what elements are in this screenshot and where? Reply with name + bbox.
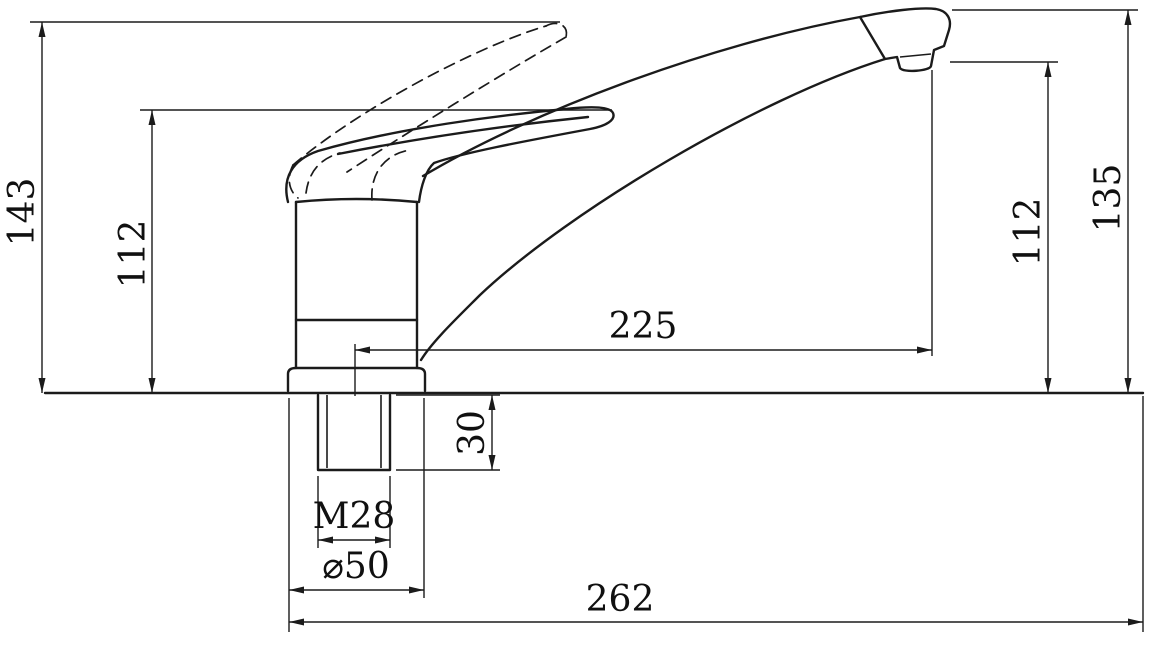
dim-spout-reach: 225 (354, 70, 933, 396)
dim-height-max: 135 (952, 9, 1138, 393)
aerator-line (899, 53, 932, 58)
faucet-handle (285, 106, 615, 204)
threaded-shank (316, 393, 392, 472)
dim-height-total-label: 143 (2, 178, 43, 247)
dim-length-total: 262 (289, 396, 1144, 632)
dim-shank-length: 30 (396, 394, 500, 471)
dim-base-diameter-label: ⌀50 (322, 546, 389, 587)
dim-height-body-label: 112 (113, 220, 154, 289)
dim-height-total: 143 (2, 21, 560, 393)
dim-shank-length-label: 30 (452, 410, 493, 456)
dim-base-diameter: ⌀50 (288, 398, 425, 632)
spout-head-joint (858, 15, 887, 61)
dim-thread-size: M28 (313, 476, 396, 548)
dim-height-spout-outlet-label: 112 (1008, 198, 1049, 267)
faucet-body (286, 197, 427, 393)
faucet-spout (419, 7, 952, 362)
dim-thread-size-label: M28 (313, 496, 396, 537)
handle-alt-position (288, 22, 568, 201)
dim-height-spout-outlet: 112 (950, 61, 1058, 393)
faucet-outline (43, 7, 1145, 472)
dim-spout-reach-label: 225 (609, 306, 678, 347)
dim-length-total-label: 262 (586, 579, 655, 620)
dim-height-max-label: 135 (1088, 164, 1129, 233)
dim-height-body: 112 (113, 109, 612, 393)
